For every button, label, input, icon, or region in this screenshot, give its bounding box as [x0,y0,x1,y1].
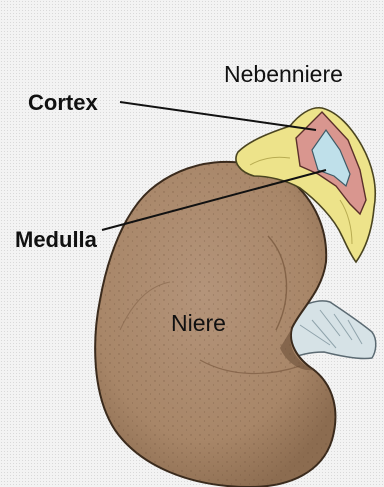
adrenal-gland-label: Nebenniere [224,63,343,86]
cortex-leader-line [120,102,316,130]
kidney-label: Niere [171,312,226,335]
cortex-label: Cortex [28,92,98,114]
medulla-label: Medulla [15,229,97,251]
